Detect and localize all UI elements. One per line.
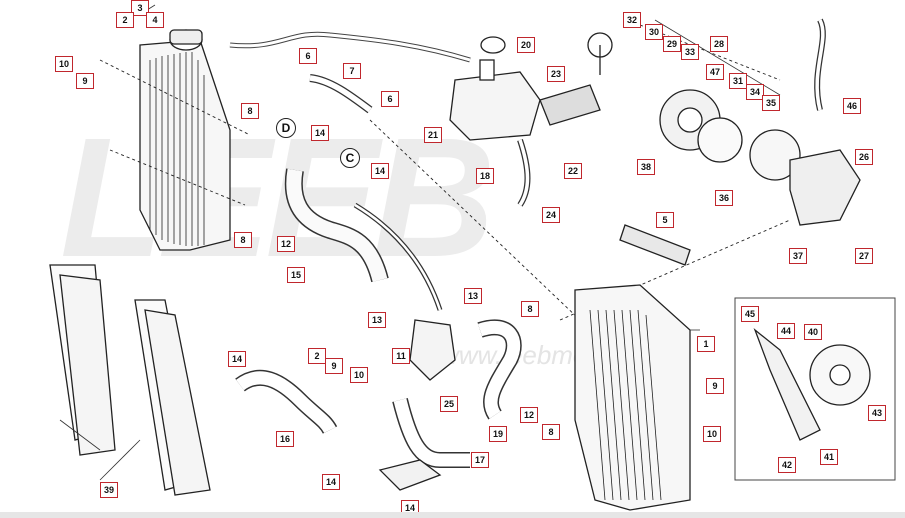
part-label-31: 31 [729, 73, 747, 89]
part-label-30: 30 [645, 24, 663, 40]
part-label-12: 12 [277, 236, 295, 252]
part-label-17: 17 [471, 452, 489, 468]
part-label-2: 2 [116, 12, 134, 28]
part-label-18: 18 [476, 168, 494, 184]
part-label-32: 32 [623, 12, 641, 28]
part-label-7: 7 [343, 63, 361, 79]
part-label-3: 3 [131, 0, 149, 16]
part-label-36: 36 [715, 190, 733, 206]
part-label-41: 41 [820, 449, 838, 465]
part-label-8-d: 8 [542, 424, 560, 440]
part-label-9-c: 9 [706, 378, 724, 394]
part-label-14-b: 14 [371, 163, 389, 179]
part-label-46: 46 [843, 98, 861, 114]
part-label-19: 19 [489, 426, 507, 442]
part-label-5: 5 [656, 212, 674, 228]
part-label-9-b: 9 [325, 358, 343, 374]
part-label-8-c: 8 [521, 301, 539, 317]
part-label-15: 15 [287, 267, 305, 283]
bottom-divider [0, 512, 905, 518]
callout-letter-d: D [276, 118, 296, 138]
part-label-13-b: 13 [368, 312, 386, 328]
part-label-1: 1 [697, 336, 715, 352]
part-label-29: 29 [663, 36, 681, 52]
part-label-10: 10 [55, 56, 73, 72]
part-label-26: 26 [855, 149, 873, 165]
part-label-24: 24 [542, 207, 560, 223]
part-label-8: 8 [241, 103, 259, 119]
part-label-39: 39 [100, 482, 118, 498]
part-label-34: 34 [746, 84, 764, 100]
part-label-27: 27 [855, 248, 873, 264]
part-label-43: 43 [868, 405, 886, 421]
part-label-35: 35 [762, 95, 780, 111]
part-label-8-b: 8 [234, 232, 252, 248]
part-label-4: 4 [146, 12, 164, 28]
part-label-20: 20 [517, 37, 535, 53]
part-label-9: 9 [76, 73, 94, 89]
part-label-45: 45 [741, 306, 759, 322]
part-label-21: 21 [424, 127, 442, 143]
part-label-12-b: 12 [520, 407, 538, 423]
part-label-6-b: 6 [381, 91, 399, 107]
part-label-11: 11 [392, 348, 410, 364]
part-label-14-d: 14 [322, 474, 340, 490]
part-label-38: 38 [637, 159, 655, 175]
part-label-10-c: 10 [703, 426, 721, 442]
part-label-33: 33 [681, 44, 699, 60]
callout-letter-c: C [340, 148, 360, 168]
part-label-10-b: 10 [350, 367, 368, 383]
part-label-40: 40 [804, 324, 822, 340]
part-label-25: 25 [440, 396, 458, 412]
part-label-37: 37 [789, 248, 807, 264]
part-label-42: 42 [778, 457, 796, 473]
part-label-16: 16 [276, 431, 294, 447]
part-label-14-c: 14 [228, 351, 246, 367]
radiator-guards [49, 264, 211, 496]
part-label-2-b: 2 [308, 348, 326, 364]
right-radiator [574, 284, 691, 511]
part-label-23: 23 [547, 66, 565, 82]
part-label-13: 13 [464, 288, 482, 304]
part-label-44: 44 [777, 323, 795, 339]
part-label-22: 22 [564, 163, 582, 179]
part-label-6: 6 [299, 48, 317, 64]
part-label-47: 47 [706, 64, 724, 80]
part-label-14: 14 [311, 125, 329, 141]
left-radiator [139, 29, 231, 251]
part-label-28: 28 [710, 36, 728, 52]
